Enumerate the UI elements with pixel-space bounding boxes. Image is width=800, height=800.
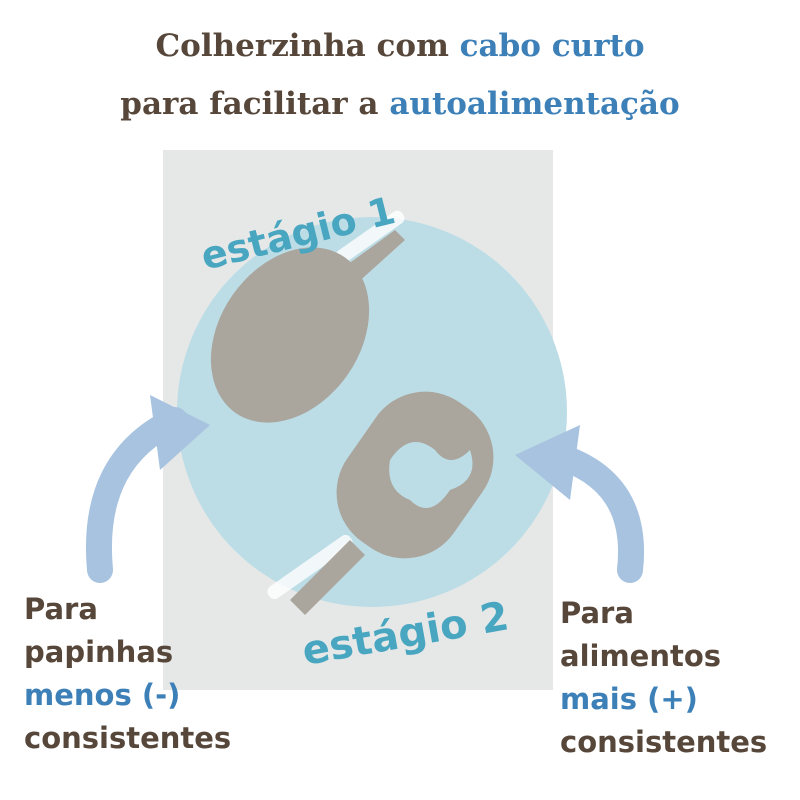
right-arrow-head: [515, 425, 580, 500]
spoon-stage-1: [210, 210, 405, 423]
title-line-1: Colherzinha com cabo curto: [155, 28, 645, 64]
title-line-2: para facilitar a autoalimentação: [120, 86, 680, 122]
stage-2-label: estágio 2: [299, 593, 512, 675]
spoon-stage-2: [267, 391, 494, 615]
left-arrow-head: [150, 395, 210, 470]
